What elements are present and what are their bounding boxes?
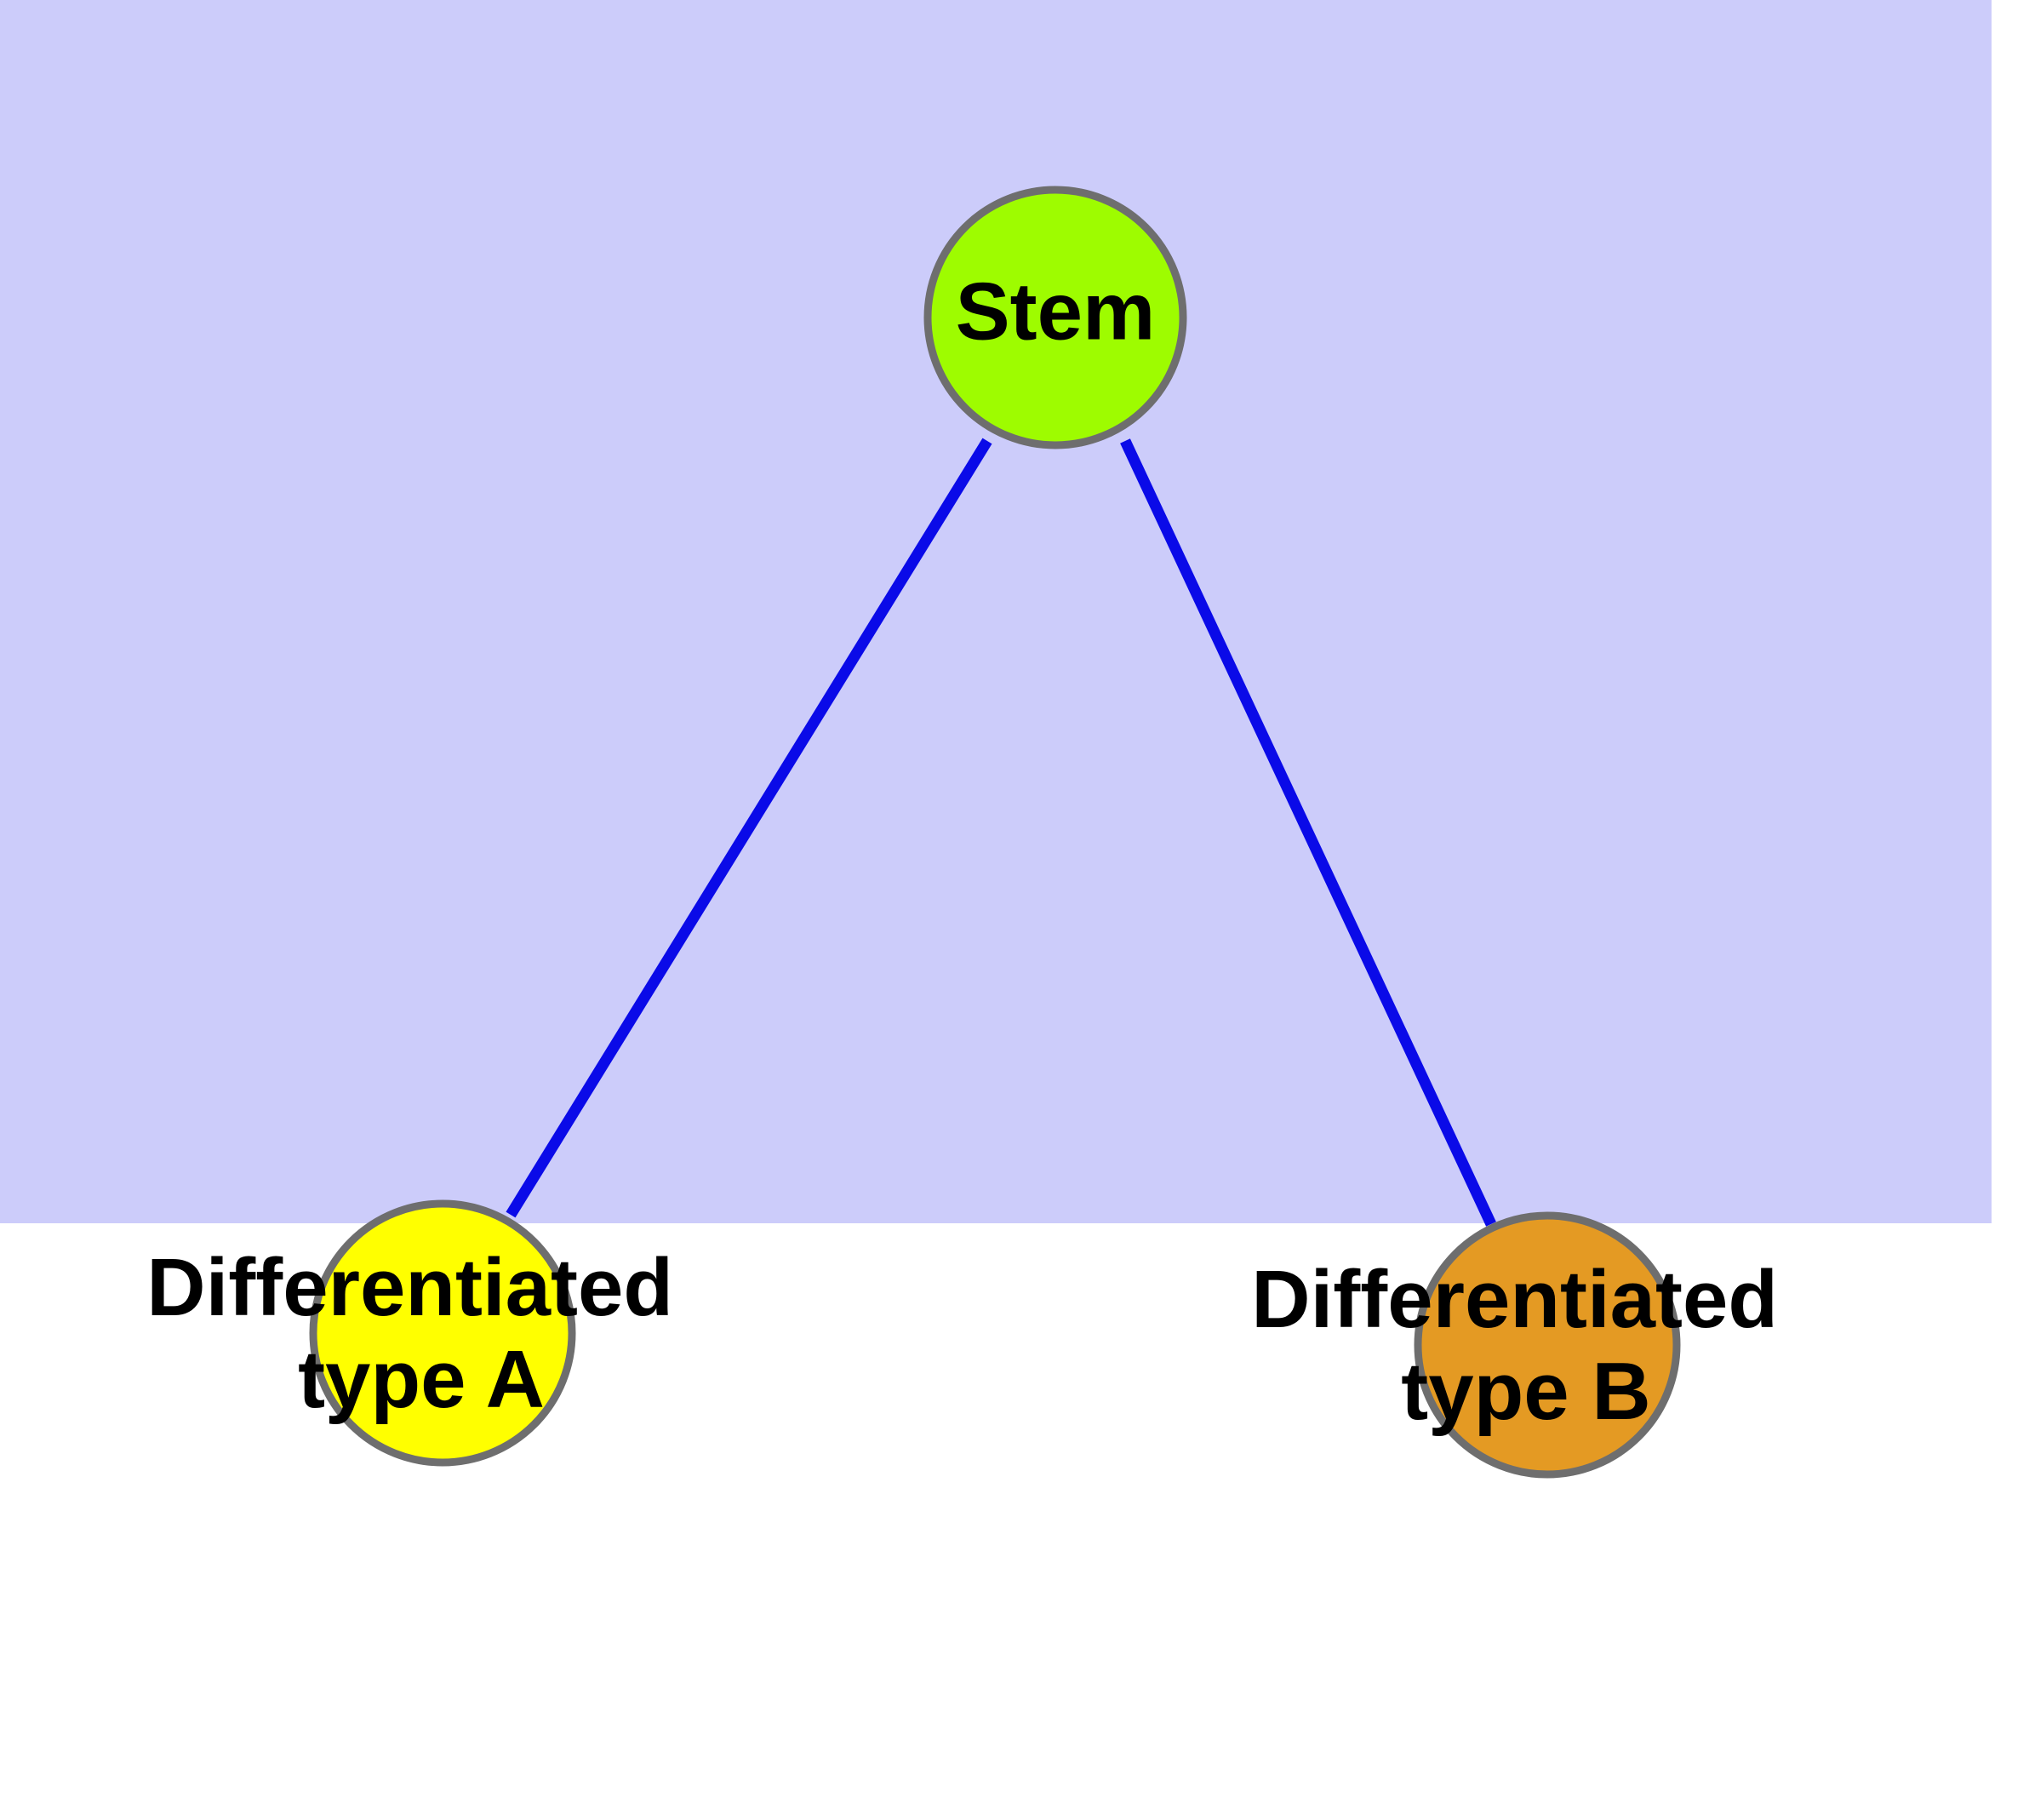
node-differentiated-type-a-circle[interactable] bbox=[309, 1199, 576, 1467]
node-differentiated-type-b-circle[interactable] bbox=[1414, 1211, 1681, 1479]
node-stem-circle[interactable] bbox=[923, 186, 1187, 449]
node-differentiated-type-b-label-line-1: Differentiated bbox=[1251, 1254, 1778, 1345]
node-differentiated-type-a-label-line-2: type A bbox=[298, 1334, 545, 1425]
node-differentiated-type-a-label: Differentiated type A bbox=[146, 1242, 695, 1425]
edge-stem-to-differentiated-type-a[interactable] bbox=[506, 438, 992, 1218]
node-stem[interactable]: Stem bbox=[923, 186, 1187, 449]
node-stem-label: Stem bbox=[956, 266, 1156, 357]
node-differentiated-type-b-label-line-2: type B bbox=[1401, 1346, 1650, 1437]
node-differentiated-type-a-label-line-1: Differentiated bbox=[146, 1242, 673, 1333]
node-layer: Stem Differentiated type A Differentiate… bbox=[146, 186, 1800, 1479]
edge-stem-to-differentiated-type-b[interactable] bbox=[1120, 438, 1496, 1227]
node-differentiated-type-b[interactable]: Differentiated type B bbox=[1251, 1211, 1800, 1479]
node-differentiated-type-b-label: Differentiated type B bbox=[1251, 1254, 1800, 1437]
edge-layer bbox=[506, 438, 1496, 1227]
node-differentiated-type-a[interactable]: Differentiated type A bbox=[146, 1199, 695, 1467]
